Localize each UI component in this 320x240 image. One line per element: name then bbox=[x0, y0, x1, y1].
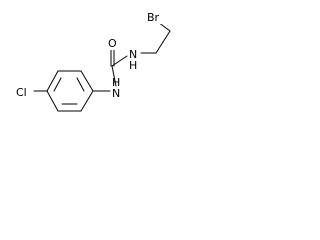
nitrogen-label-aryl: N bbox=[112, 87, 120, 100]
ring-inner-double-2 bbox=[53, 77, 62, 92]
ring-inner-double-1 bbox=[76, 77, 85, 92]
ring-bond-4 bbox=[46, 90, 59, 112]
hydrogen-label-alkyl: H bbox=[129, 59, 137, 72]
bond-carbonyl-n2 bbox=[111, 65, 117, 87]
nitrogen-label-alkyl: N bbox=[129, 48, 137, 61]
bromine-label: Br bbox=[147, 11, 160, 24]
ring-bond-3 bbox=[46, 70, 59, 92]
atom-labels: Br O N H N H Cl bbox=[15, 10, 166, 100]
molecule-drawing: Br O N H N H Cl bbox=[15, 10, 171, 112]
ring-bond-6 bbox=[80, 90, 94, 112]
bonds bbox=[33, 21, 171, 112]
ring-bond-1 bbox=[80, 70, 94, 92]
chlorine-label: Cl bbox=[16, 86, 27, 99]
hydrogen-label-aryl: H bbox=[112, 76, 120, 89]
bond-c1-c2 bbox=[155, 30, 171, 54]
structure-diagram: Br O N H N H Cl bbox=[0, 0, 189, 128]
oxygen-label: O bbox=[108, 37, 117, 50]
